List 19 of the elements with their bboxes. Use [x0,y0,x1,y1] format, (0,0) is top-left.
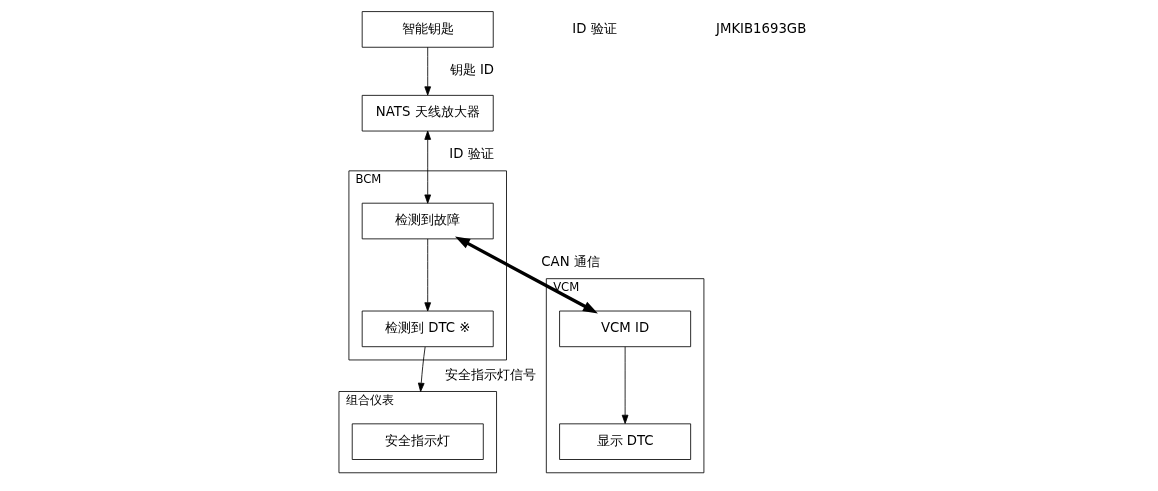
node-box: 智能钥匙 [361,11,494,48]
edge-label: 钥匙 ID [449,62,494,78]
arrow [423,130,431,204]
arrow [417,346,426,392]
arrow [423,238,431,312]
node-box: 检测到故障 [361,202,494,240]
node-box: 安全指示灯 [351,423,484,460]
node-box: NATS 天线放大器 [361,94,494,132]
node-box: 显示 DTC [558,423,691,460]
label: ID 验证 [571,20,617,36]
arrow [454,236,598,314]
edge-label: CAN 通信 [540,254,600,270]
arrow [621,346,628,424]
node-box: VCM ID [558,310,691,348]
arrow [423,46,431,96]
edge-label: 安全指示灯信号 [444,366,536,382]
node-box: 检测到 DTC ※ [361,310,494,348]
label: JMKIB1693GB [715,20,806,36]
edge-label: ID 验证 [448,146,494,162]
